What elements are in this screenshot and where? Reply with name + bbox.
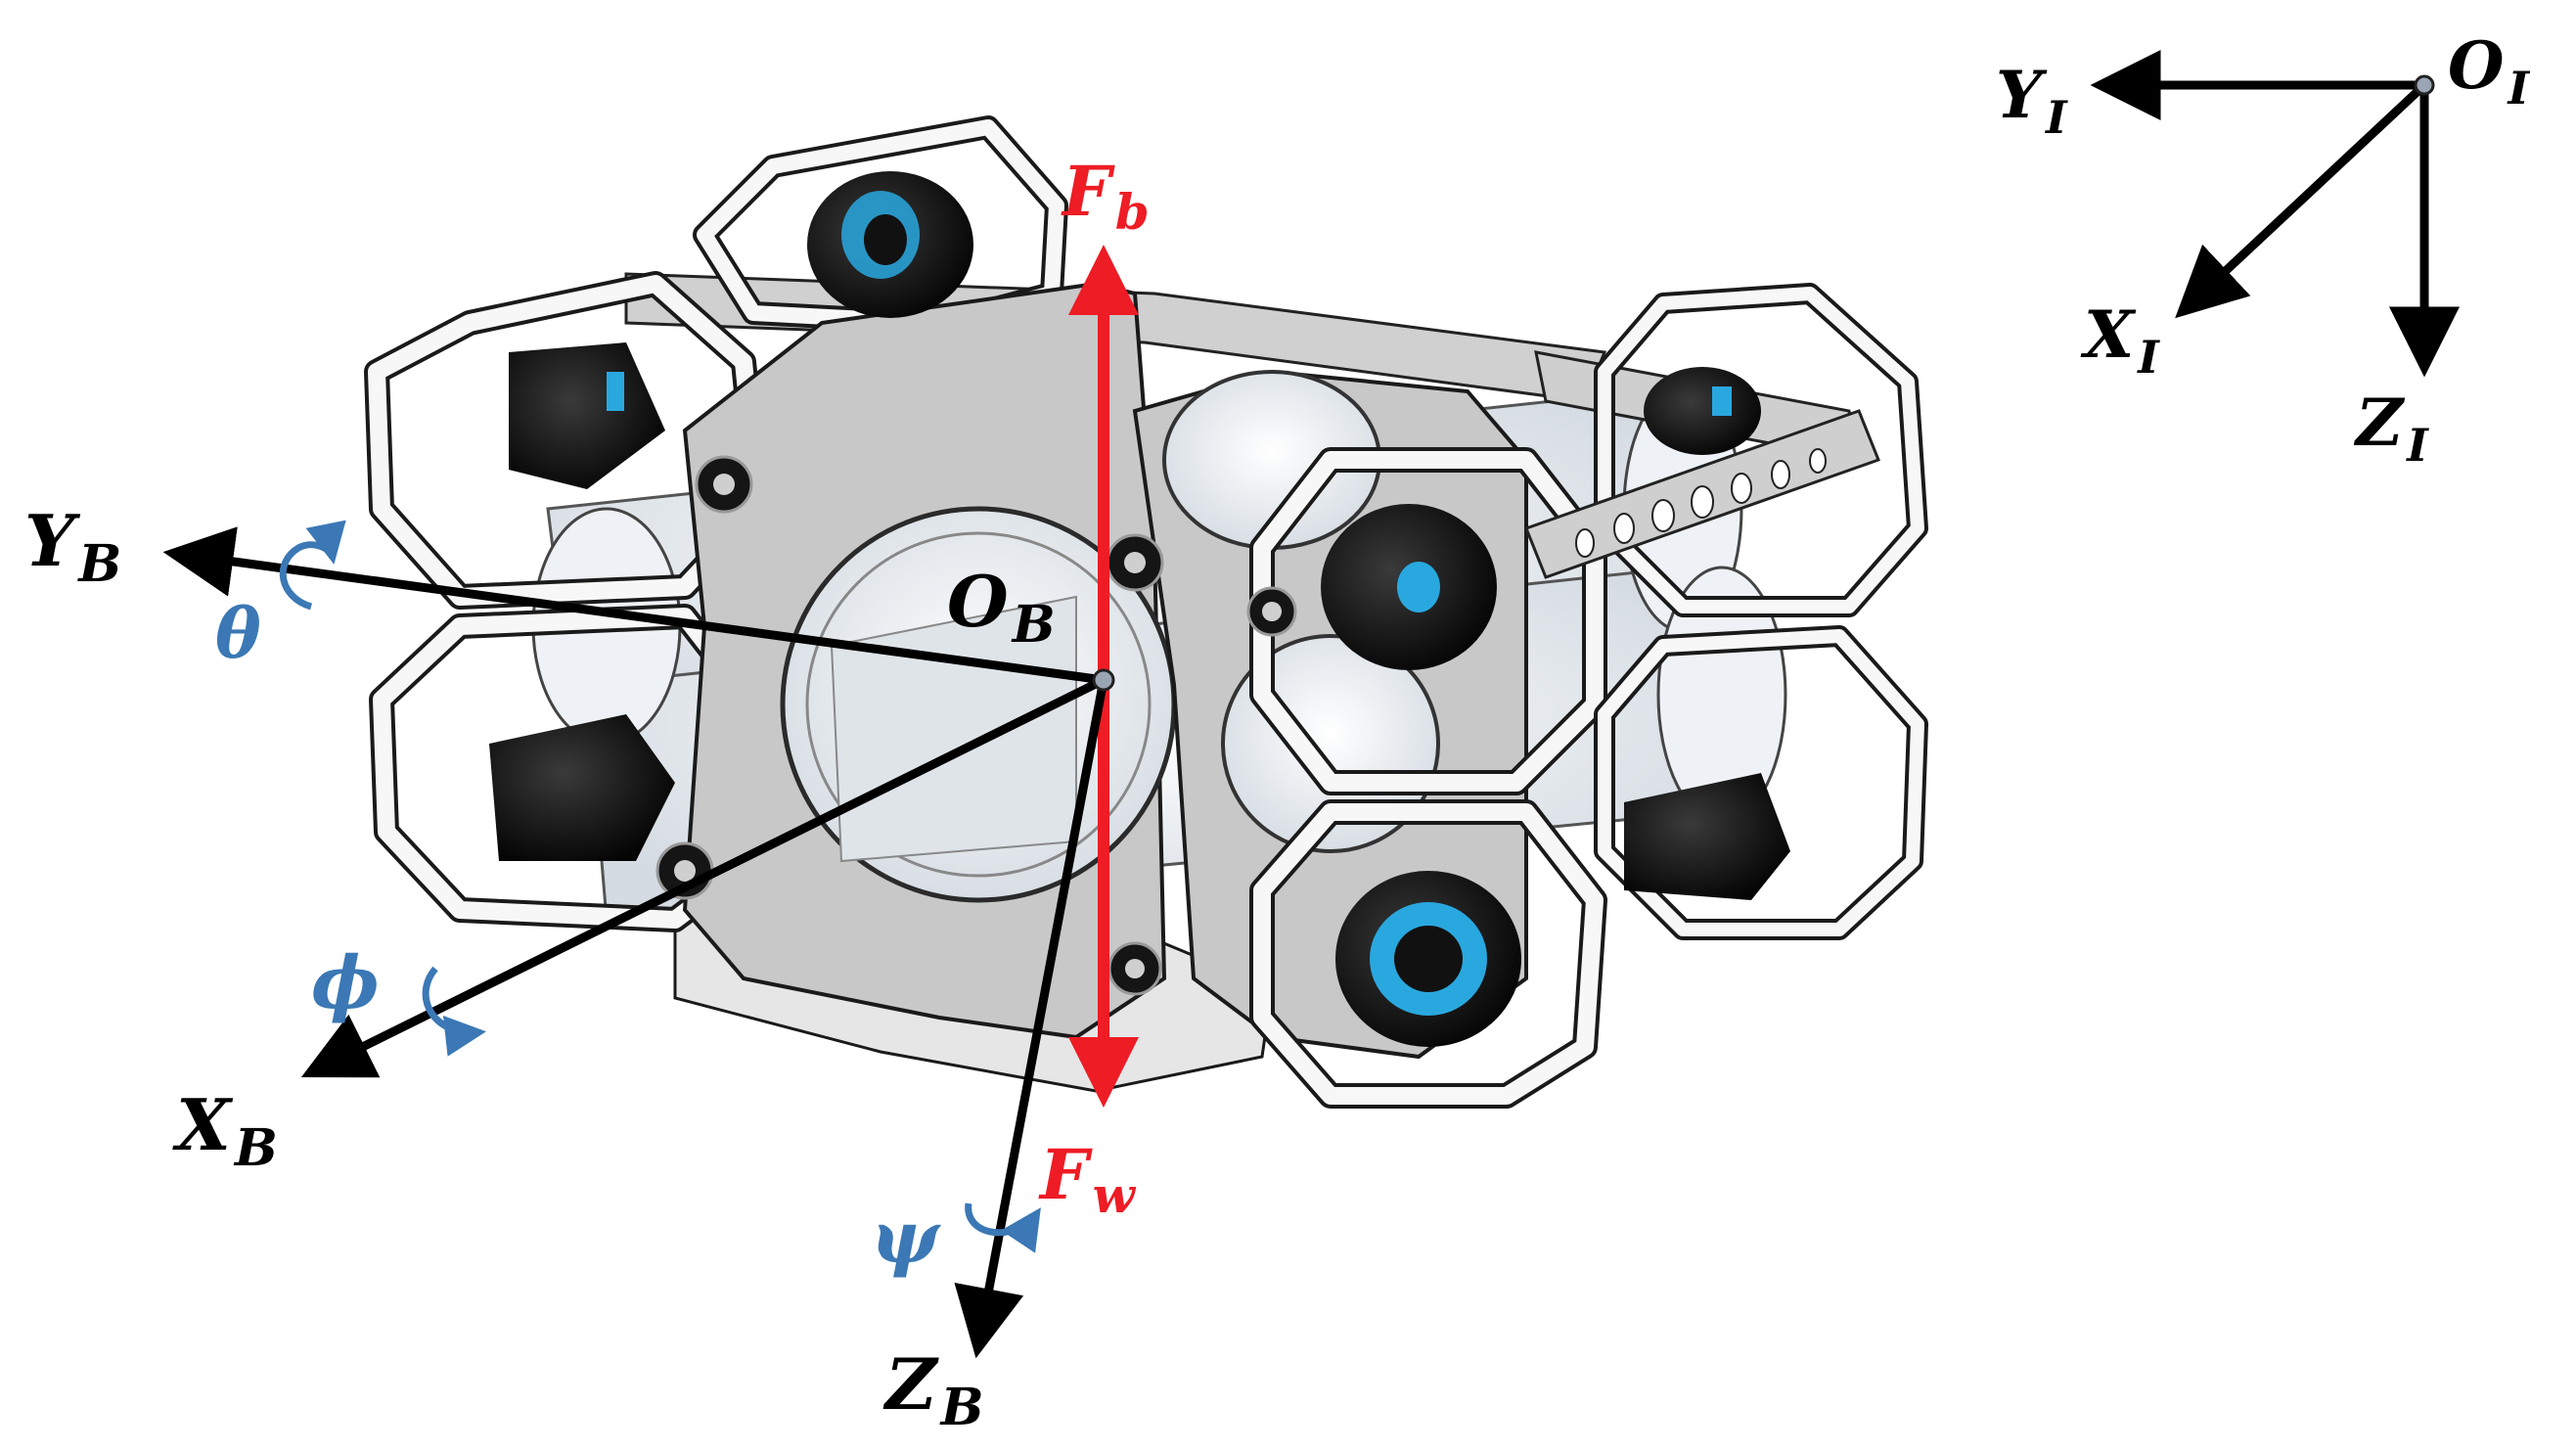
body-y-axis <box>162 526 1105 685</box>
pitch-angle-label: θ <box>215 593 261 674</box>
inertial-y-label: YI <box>1996 57 2068 144</box>
force-vectors: Fb Fw <box>1038 151 1150 1224</box>
weight-force-label: Fw <box>1038 1134 1137 1224</box>
inertial-origin-dot <box>2414 74 2435 96</box>
body-y-label: YB <box>24 499 121 594</box>
inertial-x-axis <box>2175 81 2428 319</box>
body-origin-dot <box>1092 668 1115 692</box>
inertial-z-label: ZI <box>2353 385 2429 472</box>
thruster-icon <box>489 171 1790 1047</box>
body-x-label: XB <box>172 1083 278 1178</box>
rotation-arrow-icon <box>279 520 346 611</box>
yaw-angle-label: ψ <box>871 1196 941 1280</box>
roll-angle-label: ϕ <box>311 941 380 1025</box>
rotation-arrow-icon <box>965 1202 1041 1253</box>
body-origin-label: OB <box>947 560 1056 655</box>
rotation-arrow-icon <box>422 966 486 1057</box>
inertial-origin-label: OI <box>2448 27 2531 114</box>
rov-vehicle-icon <box>364 115 1928 1109</box>
body-x-axis <box>300 675 1106 1078</box>
body-frame: OB YB XB ZB <box>24 499 1115 1437</box>
inertial-frame: OI YI XI ZI <box>1996 27 2531 472</box>
buoyancy-force-label: Fb <box>1061 151 1150 241</box>
body-z-label: ZB <box>882 1342 984 1437</box>
rotation-indicators: θ ϕ ψ <box>215 520 1041 1280</box>
inertial-x-label: XI <box>2080 296 2160 384</box>
